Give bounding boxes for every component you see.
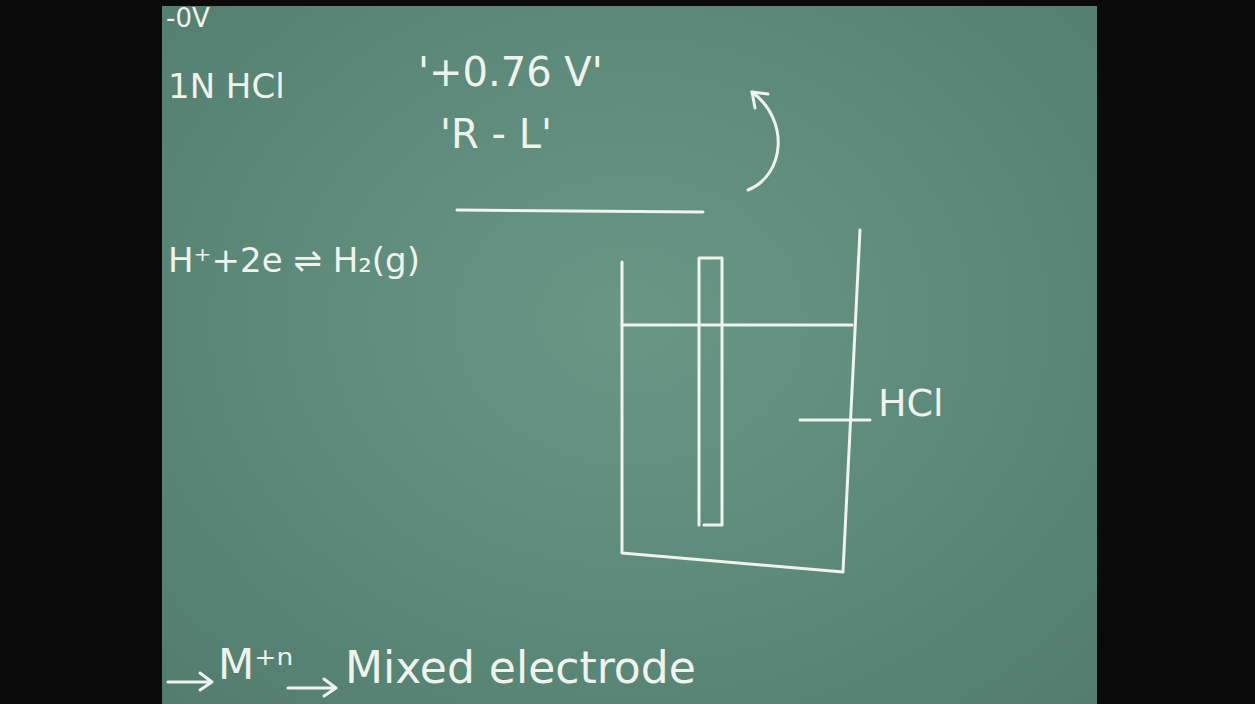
beaker-outline [622,230,860,572]
heading-note: Mixed electrode [345,644,696,692]
underline [457,210,703,212]
solution-label: 1N HCl [168,68,285,105]
arrow [288,679,336,696]
electrolyte-label: HCl [878,383,944,425]
leader-line [800,419,870,422]
curved-arrow [748,92,778,190]
arrow-head [752,92,768,108]
reaction-direction: 'R - L' [440,112,552,156]
half-reaction: H⁺+2e ⇌ H₂(g) [168,242,420,279]
ion-label: M⁺ⁿ [218,642,293,688]
voltage-note: -0V [166,4,210,33]
liquid-level [622,324,852,327]
potential-value: '+0.76 V' [418,50,603,94]
arrow [168,673,212,690]
electrode [699,258,722,525]
chalkboard [162,6,1097,704]
